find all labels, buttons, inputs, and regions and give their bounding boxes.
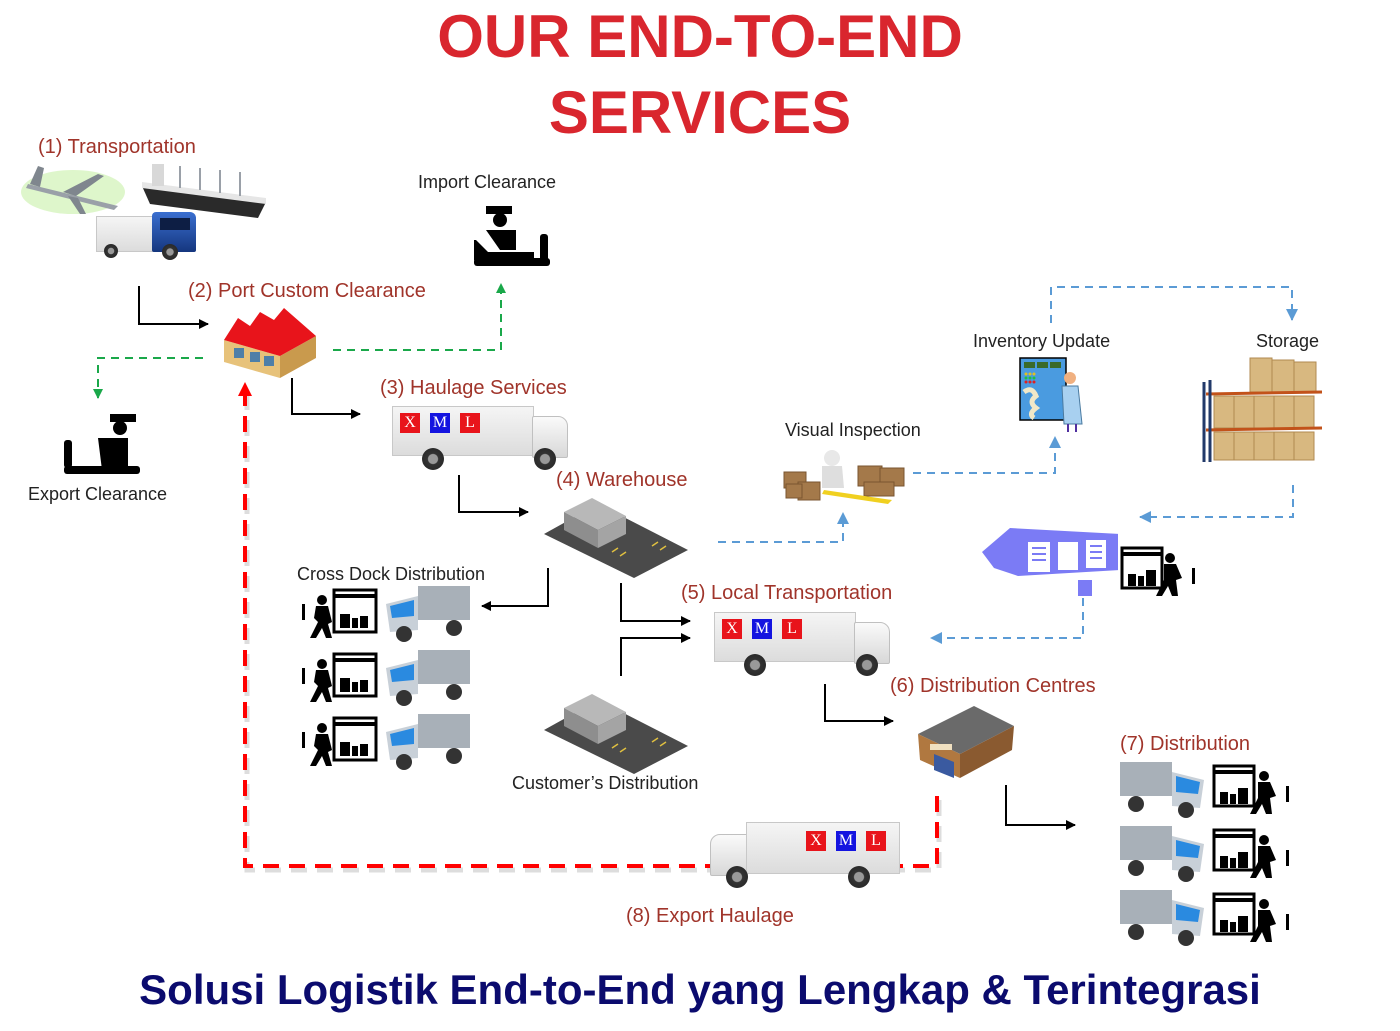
airplane-icon xyxy=(18,160,128,220)
cross-dock-item xyxy=(300,586,470,644)
arrow-port-to-export xyxy=(93,357,203,399)
brand-badge-l: L xyxy=(782,619,802,639)
distribution-centre-icon xyxy=(914,700,1016,780)
control-panel-operator-icon xyxy=(1018,356,1090,434)
factory-building-icon xyxy=(220,306,320,380)
arrow-local-to-dc xyxy=(824,684,894,726)
brand-badge-x: X xyxy=(722,619,742,639)
distribution-list xyxy=(1116,760,1296,950)
box-truck-icon xyxy=(386,586,470,642)
arrow-port-to-import xyxy=(333,283,506,351)
step-4-warehouse-label: (4) Warehouse xyxy=(556,469,688,491)
brand-badge-m: M xyxy=(430,413,450,433)
step-8-export-haulage-label: (8) Export Haulage xyxy=(626,905,794,927)
storage-label: Storage xyxy=(1256,331,1320,351)
arrow-haulage-to-warehouse xyxy=(458,475,529,517)
arrow-dock-to-local xyxy=(930,598,1084,644)
arrow-inventory-to-storage xyxy=(1050,286,1298,323)
brand-badge-l: L xyxy=(460,413,480,433)
arrow-dc-to-distribution xyxy=(1005,785,1076,830)
pallet-racking-icon xyxy=(1196,356,1328,466)
step-3-haulage-services-label: (3) Haulage Services xyxy=(380,377,567,399)
customs-officer-icon xyxy=(470,204,552,268)
arrow-warehouse-to-crossdock xyxy=(481,568,549,611)
cross-dock-item xyxy=(300,650,470,708)
cargo-ship-icon xyxy=(140,160,268,222)
pallet-inspection-icon xyxy=(782,448,908,504)
cross-dock-distribution-label: Cross Dock Distribution xyxy=(297,564,486,584)
arrow-port-to-haulage xyxy=(291,378,361,419)
arrow-warehouse-to-inspection xyxy=(718,512,849,543)
step-2-port-custom-clearance-label: (2) Port Custom Clearance xyxy=(188,280,426,302)
footer-tagline: Solusi Logistik End-to-End yang Lengkap … xyxy=(139,966,1261,1013)
arrow-warehouse-to-local xyxy=(620,583,691,626)
distribution-item xyxy=(1116,888,1289,952)
arrow-transport-to-port xyxy=(138,286,209,329)
export-clearance-label: Export Clearance xyxy=(28,484,168,504)
box-truck-icon xyxy=(1120,762,1204,818)
brand-badge-l: L xyxy=(866,831,886,851)
box-truck-icon xyxy=(1120,826,1204,882)
inventory-update-label: Inventory Update xyxy=(973,331,1111,351)
page-title-line-1: OUR END-TO-END xyxy=(437,3,963,70)
distribution-item xyxy=(1116,760,1289,824)
box-truck-icon xyxy=(386,714,470,770)
cross-dock-list xyxy=(300,586,480,778)
step-5-local-transportation-label: (5) Local Transportation xyxy=(681,582,893,604)
cross-dock-item xyxy=(300,714,470,772)
warehouse-building-icon xyxy=(542,490,690,578)
brand-badge-x: X xyxy=(400,413,420,433)
delivery-worker-icon xyxy=(1120,546,1196,598)
step-6-distribution-centres-label: (6) Distribution Centres xyxy=(890,675,1096,697)
arrow-storage-to-dock xyxy=(1139,485,1294,523)
warehouse-building-icon xyxy=(542,686,690,774)
brand-badge-m: M xyxy=(836,831,856,851)
brand-badge-m: M xyxy=(752,619,772,639)
delivery-worker-icon xyxy=(1212,892,1289,942)
import-clearance-label: Import Clearance xyxy=(418,172,557,192)
arrow-customer-to-local xyxy=(620,633,691,676)
arrow-export-haulage-loop xyxy=(238,382,939,868)
box-truck-icon xyxy=(1120,890,1204,946)
delivery-worker-icon xyxy=(1212,764,1289,814)
step-7-distribution-label: (7) Distribution xyxy=(1120,733,1251,755)
step-1-transportation-label: (1) Transportation xyxy=(38,136,196,158)
delivery-worker-icon xyxy=(302,588,378,638)
customs-officer-icon xyxy=(62,412,144,476)
box-truck-icon xyxy=(386,650,470,706)
delivery-worker-icon xyxy=(1212,828,1289,878)
delivery-worker-icon xyxy=(302,652,378,702)
customers-distribution-label: Customer’s Distribution xyxy=(512,773,699,793)
arrow-inspection-to-inventory xyxy=(913,436,1061,474)
visual-inspection-label: Visual Inspection xyxy=(785,420,921,440)
page-title-line-2: SERVICES xyxy=(548,79,852,146)
delivery-worker-icon xyxy=(302,716,378,766)
brand-badge-x: X xyxy=(806,831,826,851)
distribution-item xyxy=(1116,824,1289,888)
semi-truck-icon xyxy=(96,212,198,262)
loading-dock-icon xyxy=(978,520,1120,600)
